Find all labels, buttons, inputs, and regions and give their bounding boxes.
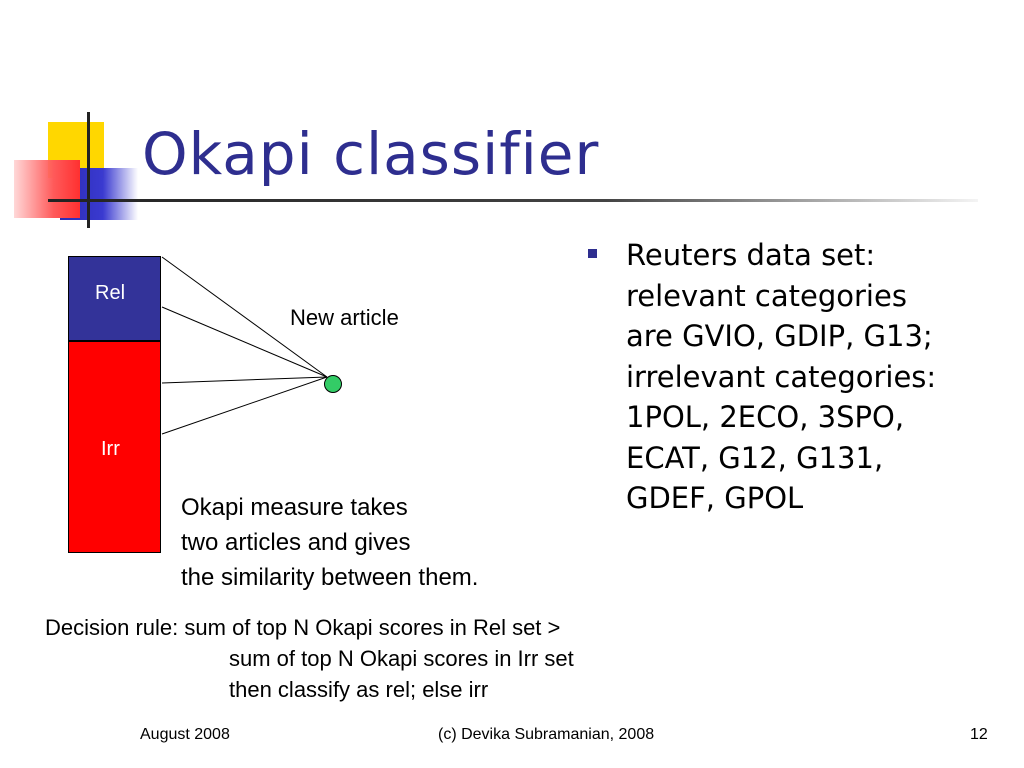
decision-rule-line-2: sum of top N Okapi scores in Irr set — [229, 646, 574, 671]
connector-line — [161, 376, 328, 384]
reuters-bullet: Reuters data set: relevant categories ar… — [626, 235, 1006, 519]
new-article-label: New article — [290, 305, 399, 330]
okapi-measure-note: Okapi measure takes two articles and giv… — [181, 490, 478, 595]
bullet-line: relevant categories — [626, 278, 907, 313]
bullet-line: GDEF, GPOL — [626, 481, 804, 515]
decor-red-square — [14, 160, 80, 218]
bullet-line: are GVIO, GDIP, G13; — [626, 319, 933, 353]
slide-title: Okapi classifier — [142, 120, 600, 188]
note-line: Okapi measure takes — [181, 494, 408, 521]
footer-copyright: (c) Devika Subramanian, 2008 — [438, 726, 655, 743]
decision-rule-line-1: Decision rule: sum of top N Okapi scores… — [45, 615, 561, 640]
title-underline — [48, 199, 978, 202]
rel-label: Rel — [95, 282, 126, 304]
note-line: the similarity between them. — [181, 564, 479, 591]
bullet-marker-icon — [588, 249, 597, 258]
decision-rule-line-3: then classify as rel; else irr — [229, 677, 489, 702]
decor-vertical-line — [87, 112, 90, 228]
connector-line — [161, 376, 328, 435]
bullet-line: irrelevant categories: — [626, 359, 937, 394]
footer-date: August 2008 — [140, 726, 230, 743]
bullet-line: Reuters data set: — [626, 238, 876, 272]
irr-label: Irr — [101, 438, 120, 460]
irr-set-box: Irr — [68, 341, 161, 553]
footer-page-number: 12 — [970, 726, 988, 743]
bullet-line: ECAT, G12, G131, — [626, 440, 884, 475]
note-line: two articles and gives — [181, 529, 411, 556]
bullet-line: 1POL, 2ECO, 3SPO, — [626, 400, 905, 434]
new-article-node — [324, 375, 342, 393]
rel-set-box: Rel — [68, 256, 161, 341]
